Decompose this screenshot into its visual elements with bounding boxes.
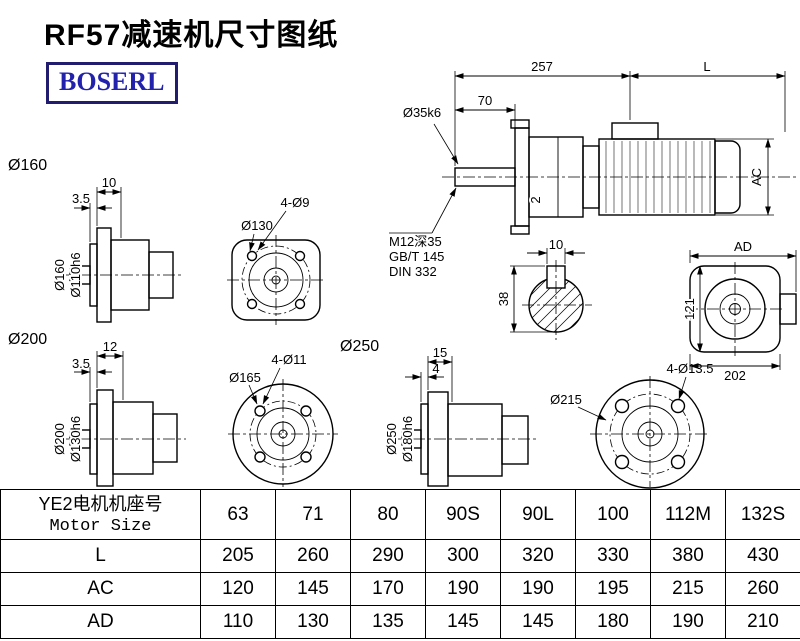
cell-ad-5: 180 — [575, 605, 651, 639]
cell-l-4: 320 — [500, 539, 576, 573]
cell-ac-1: 145 — [275, 572, 351, 606]
technical-drawing: 257 L 70 Ø35k6 AC 2 M12深35 GB/T 145 DIN … — [8, 59, 798, 489]
flange-160-side-view: Ø160 10 3.5 Ø160 Ø110h6 — [8, 157, 182, 323]
spigot-dia-180-label: Ø180h6 — [400, 416, 415, 462]
motor-size-80: 80 — [350, 489, 426, 540]
cell-ad-0: 110 — [200, 605, 276, 639]
section-label-250: Ø250 — [340, 338, 379, 355]
section-height-label: 38 — [496, 292, 511, 306]
cell-ac-3: 190 — [425, 572, 501, 606]
flange-dia-160-label: Ø160 — [52, 259, 67, 291]
cell-ad-3: 145 — [425, 605, 501, 639]
spigot-dia-110-label: Ø110h6 — [68, 252, 83, 297]
row-label-ad: AD — [0, 605, 201, 639]
bolt-circle-165-label: Ø165 — [229, 370, 261, 385]
motor-size-90l: 90L — [500, 489, 576, 540]
dim-202-label: 202 — [724, 368, 746, 383]
section-label-200: Ø200 — [8, 331, 47, 348]
tap-note-line1: M12深35 — [389, 234, 442, 249]
cell-l-6: 380 — [650, 539, 726, 573]
motor-size-71: 71 — [275, 489, 351, 540]
bolt-circle-130-label: Ø130 — [241, 218, 273, 233]
motor-size-header-row: YE2电机机座号 Motor Size 63 71 80 90S 90L 100… — [0, 489, 800, 540]
motor-size-label-cell: YE2电机机座号 Motor Size — [0, 489, 201, 540]
cell-ad-2: 135 — [350, 605, 426, 639]
flange-200-side-view: Ø200 12 3.5 Ø200 Ø130h6 — [8, 331, 186, 487]
motor-size-90s: 90S — [425, 489, 501, 540]
main-assembly-drawing: 257 L 70 Ø35k6 AC 2 M12深35 GB/T 145 DIN … — [389, 59, 798, 279]
motor-size-132s: 132S — [725, 489, 800, 540]
dim-12-label: 12 — [103, 339, 117, 354]
tap-note-line2: GB/T 145 — [389, 249, 444, 264]
cell-ad-1: 130 — [275, 605, 351, 639]
dim-15-label: 15 — [433, 345, 447, 360]
bolt-circle-215-label: Ø215 — [550, 392, 582, 407]
cell-ac-6: 215 — [650, 572, 726, 606]
dim-ad-label: AD — [734, 239, 752, 254]
spigot-dia-130-label: Ø130h6 — [68, 416, 83, 462]
dim-l-label: L — [703, 59, 710, 74]
motor-size-100: 100 — [575, 489, 651, 540]
dim-121-label: 121 — [682, 298, 697, 320]
cell-ad-7: 210 — [725, 605, 800, 639]
dim-4-label: 4 — [432, 361, 439, 376]
holes-4d9-label: 4-Ø9 — [281, 195, 310, 210]
motor-size-label-en: Motor Size — [49, 516, 152, 536]
dim-3-5-label: 3.5 — [72, 191, 90, 206]
dim-3-5-200-label: 3.5 — [72, 356, 90, 371]
row-label-ac: AC — [0, 572, 201, 606]
row-label-l: L — [0, 539, 201, 573]
tap-note-line3: DIN 332 — [389, 264, 437, 279]
flange-250-front-view: 4-Ø13.5 Ø215 — [550, 361, 714, 489]
dim-2-label: 2 — [528, 196, 543, 203]
cell-ac-2: 170 — [350, 572, 426, 606]
cell-ac-0: 120 — [200, 572, 276, 606]
shaft-keyway-section-drawing: 10 38 — [496, 237, 592, 340]
dim-257-label: 257 — [531, 59, 553, 74]
flange-160-front-view: 4-Ø9 Ø130 — [227, 195, 325, 325]
key-width-label: 10 — [549, 237, 563, 252]
cell-l-5: 330 — [575, 539, 651, 573]
cell-l-0: 205 — [200, 539, 276, 573]
motor-size-112m: 112M — [650, 489, 726, 540]
flange-200-front-view: 4-Ø11 Ø165 — [228, 352, 338, 487]
page-title: RF57减速机尺寸图纸 — [44, 19, 339, 52]
cell-ac-4: 190 — [500, 572, 576, 606]
cell-l-7: 430 — [725, 539, 800, 573]
motor-size-63: 63 — [200, 489, 276, 540]
holes-4d11-label: 4-Ø11 — [271, 352, 306, 367]
boserl-logo: BOSERL — [46, 62, 178, 104]
section-label-160: Ø160 — [8, 157, 47, 174]
cell-ad-4: 145 — [500, 605, 576, 639]
cell-ac-5: 195 — [575, 572, 651, 606]
flange-250-side-view: Ø250 15 4 Ø250 Ø180h6 — [340, 338, 538, 487]
table-row-ac: AC 120 145 170 190 190 195 215 260 — [0, 572, 800, 606]
motor-end-view-drawing: AD 121 202 — [680, 239, 797, 383]
dim-10-label: 10 — [102, 175, 116, 190]
flange-dia-250-label: Ø250 — [384, 423, 399, 455]
cell-l-1: 260 — [275, 539, 351, 573]
shaft-diameter-label: Ø35k6 — [403, 105, 441, 120]
dimension-table: YE2电机机座号 Motor Size 63 71 80 90S 90L 100… — [0, 489, 800, 639]
cell-l-3: 300 — [425, 539, 501, 573]
table-row-ad: AD 110 130 135 145 145 180 190 210 — [0, 605, 800, 639]
cell-l-2: 290 — [350, 539, 426, 573]
motor-size-label-cn: YE2电机机座号 — [38, 493, 163, 514]
holes-4d13-5-label: 4-Ø13.5 — [667, 361, 714, 376]
dim-70-label: 70 — [478, 93, 492, 108]
cell-ad-6: 190 — [650, 605, 726, 639]
dim-ac-label: AC — [749, 168, 764, 186]
table-row-l: L 205 260 290 300 320 330 380 430 — [0, 539, 800, 573]
flange-dia-200-label: Ø200 — [52, 423, 67, 455]
cell-ac-7: 260 — [725, 572, 800, 606]
